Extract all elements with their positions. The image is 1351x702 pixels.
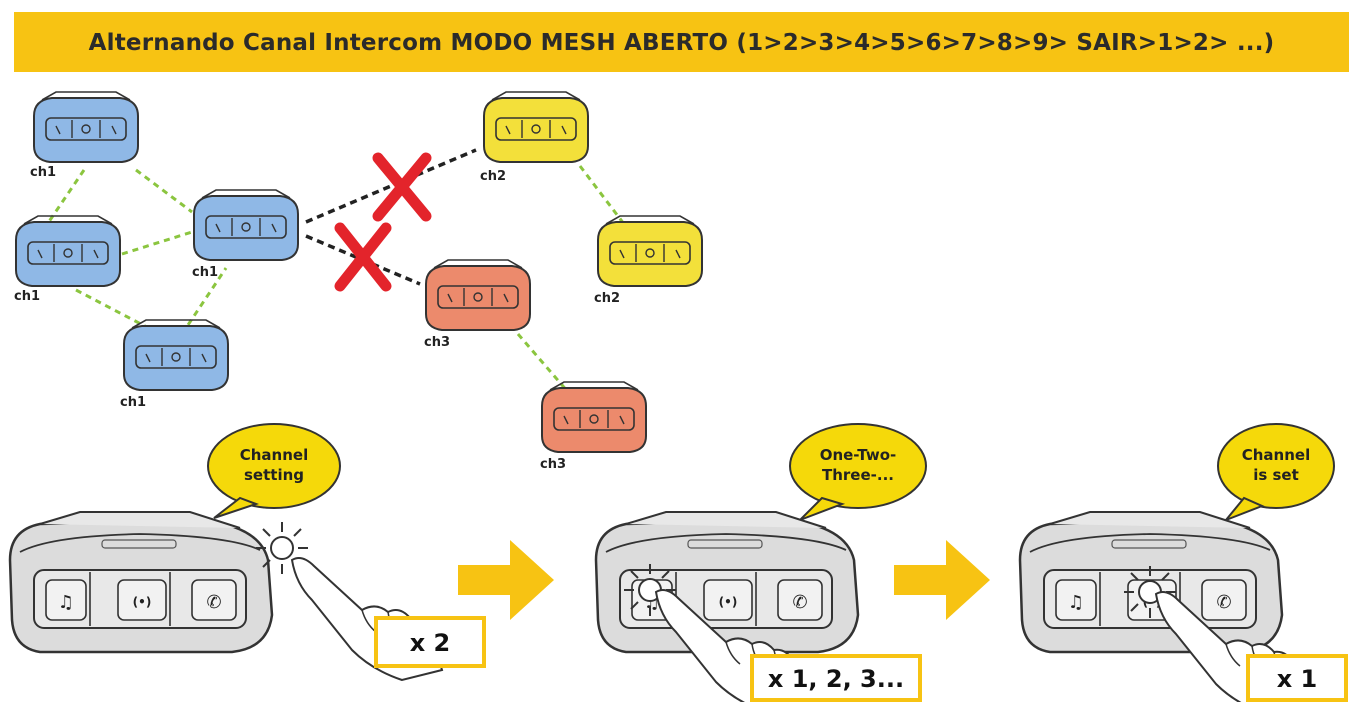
channel-label: ch3 [540,457,566,472]
channel-label: ch1 [30,165,56,180]
cross-icon [372,152,432,222]
count-box: x 2 [374,616,486,668]
step-3: Channel is set x 1 [1018,423,1348,702]
press-count: x 2 [410,629,451,657]
next-arrow-icon [458,540,554,620]
device-ch3-icon [541,381,647,453]
step-1: Channel setting x 2 [8,423,486,681]
bubble-line: is set [1253,466,1299,484]
channel-label: ch1 [120,395,146,410]
speech-bubble: Channel setting [207,423,341,519]
device-ch1-icon [123,319,229,391]
bubble-line: Channel [240,446,308,464]
channel-label: ch1 [14,289,40,304]
bubble-line: Channel [1242,446,1310,464]
channel-label: ch1 [192,265,218,280]
title-banner: Alternando Canal Intercom MODO MESH ABER… [14,12,1349,72]
speech-bubble: Channel is set [1217,423,1335,523]
bubble-line: setting [244,466,304,484]
intercom-device-icon [8,510,274,654]
count-box: x 1, 2, 3... [750,654,922,702]
count-box: x 1 [1246,654,1348,702]
device-ch3-icon [425,259,531,331]
bubble-line: One-Two- [820,446,897,464]
channel-label: ch2 [594,291,620,306]
press-count: x 1, 2, 3... [768,665,904,693]
device-ch1-icon [33,91,139,163]
intercom-device-icon [594,510,860,654]
banner-title: Alternando Canal Intercom MODO MESH ABER… [88,30,1275,56]
press-count: x 1 [1277,665,1318,693]
speech-bubble: One-Two- Three-... [789,423,927,521]
mesh-links [44,165,626,393]
device-ch2-icon [597,215,703,287]
device-ch1-icon [193,189,299,261]
channel-label: ch3 [424,335,450,350]
next-arrow-icon [894,540,990,620]
device-ch1-icon [15,215,121,287]
step-2: One-Two- Three-... x 1, 2, 3... [594,423,927,702]
bubble-line: Three-... [822,466,894,484]
cross-icon [334,222,392,292]
device-ch2-icon [483,91,589,163]
channel-label: ch2 [480,169,506,184]
